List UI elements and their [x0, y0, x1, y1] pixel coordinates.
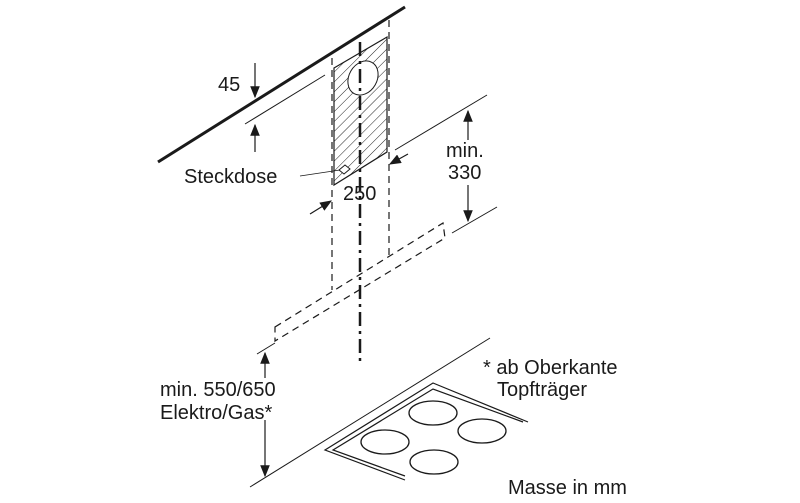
- electric-gas-label: Elektro/Gas*: [160, 402, 273, 424]
- hob-level-line: [249, 337, 491, 488]
- min-height-label: min. 550/650: [160, 379, 276, 401]
- footnote-line2: Topfträger: [497, 379, 588, 401]
- socket-leader: [299, 169, 341, 177]
- extension-line-45: [244, 74, 326, 125]
- hob-outline-outer: [323, 382, 529, 481]
- hob-outline-inner: [331, 388, 524, 477]
- burner-right: [457, 418, 507, 444]
- socket-icon: [338, 164, 351, 175]
- burner-back: [408, 400, 458, 426]
- units-label: Masse in mm: [508, 477, 627, 499]
- duct-opening: [347, 60, 379, 96]
- burner-left: [360, 429, 410, 455]
- extension-line-330-top: [394, 94, 488, 151]
- footnote-line1: * ab Oberkante: [483, 357, 618, 379]
- dimension-250: 250: [343, 183, 377, 205]
- dimension-45: 45: [218, 74, 241, 96]
- ceiling-line: [157, 5, 406, 164]
- dimension-330: 330: [448, 162, 482, 184]
- arrow-250-left: [309, 200, 333, 215]
- burner-front: [409, 449, 459, 475]
- socket-label: Steckdose: [184, 166, 278, 188]
- arrow-250-right: [388, 153, 409, 165]
- extension-line-hood-bottom: [256, 342, 276, 355]
- extension-line-330-bottom: [451, 206, 498, 234]
- min-label: min.: [446, 140, 484, 162]
